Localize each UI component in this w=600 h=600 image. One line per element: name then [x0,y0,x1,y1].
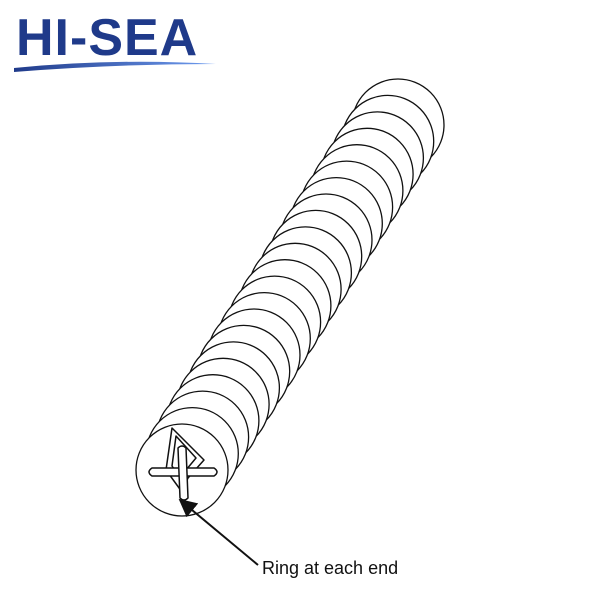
logo-text: HI-SEA [16,9,199,67]
callout-label: Ring at each end [262,558,399,578]
ring-stack [135,78,445,517]
end-ring-link [148,427,218,501]
callout-arrow [178,498,259,566]
brand-logo: HI-SEA [10,4,220,74]
logo-swoosh [14,61,216,72]
